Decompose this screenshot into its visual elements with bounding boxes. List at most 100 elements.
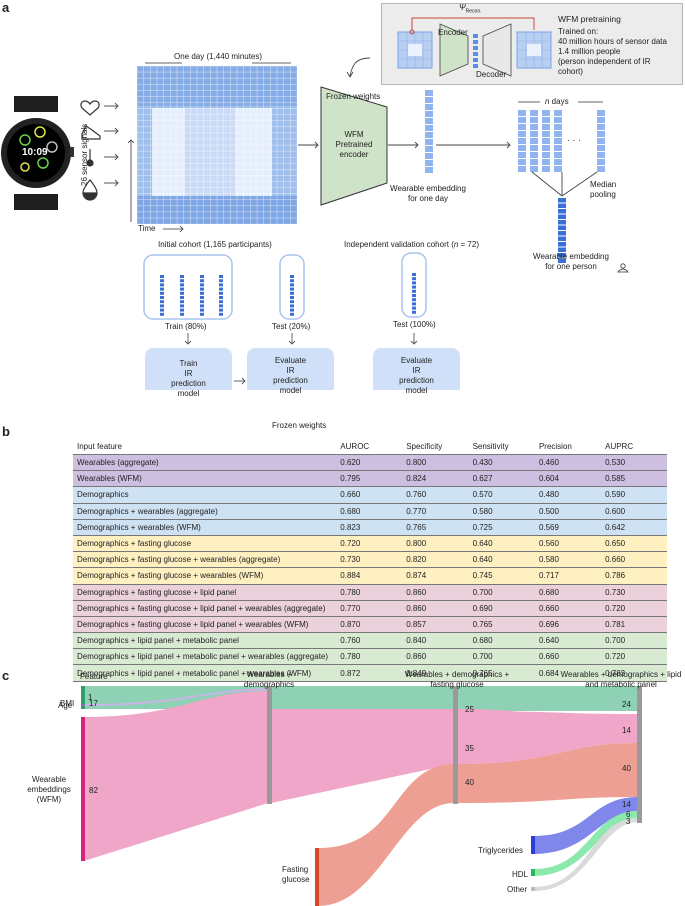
s3-value-other: 3 — [626, 817, 631, 826]
train-label: Train (80%) — [165, 322, 207, 331]
bar-bmi — [81, 686, 85, 709]
autoencoder-diagram — [397, 17, 552, 77]
row-feature: Demographics + wearables (WFM) — [73, 518, 337, 536]
table-row: Demographics + wearables (aggregate)0.68… — [73, 502, 667, 520]
row-feature: Demographics + fasting glucose + wearabl… — [73, 551, 337, 568]
pretrain-note-1: (person independent of IR — [558, 57, 651, 66]
row-metric-value: 0.720 — [336, 534, 403, 552]
flow-s2s3-wearable2 — [457, 711, 638, 764]
row-metric-value: 0.730 — [601, 583, 667, 601]
flow-wearable — [84, 691, 268, 861]
bar-hdl — [531, 869, 535, 876]
n-days-label: n days — [545, 97, 569, 106]
shoe-icon — [81, 125, 101, 140]
panel-a-letter: a — [2, 0, 10, 15]
age-label: Age — [58, 701, 73, 710]
row-metric-value: 0.860 — [402, 599, 469, 617]
row-metric-value: 0.642 — [601, 518, 667, 536]
row-metric-value: 0.604 — [534, 470, 602, 487]
row-metric-value: 0.680 — [534, 583, 602, 601]
feature-header: Feature — [80, 672, 108, 681]
header-specificity: Specificity — [406, 442, 443, 451]
row-metric-value: 0.640 — [468, 534, 535, 552]
row-metric-value: 0.820 — [402, 551, 469, 568]
age-value: 1 — [88, 693, 93, 702]
flow-fasting — [318, 764, 454, 906]
panel-a-diagram: · · · — [1, 57, 629, 390]
bar-age — [81, 704, 85, 706]
row-metric-value: 0.860 — [402, 583, 469, 601]
row-metric-value: 0.700 — [468, 583, 535, 601]
row-metric-value: 0.781 — [601, 615, 667, 633]
row-metric-value: 0.765 — [402, 518, 469, 536]
other-label: Other — [507, 885, 528, 894]
row-metric-value: 0.627 — [468, 470, 535, 487]
smartwatch-icon — [1, 96, 74, 210]
pretraining-title: WFM pretraining — [558, 14, 621, 24]
bmi-value: 17 — [89, 699, 98, 708]
table-row: Demographics + fasting glucose + lipid p… — [73, 599, 667, 617]
row-metric-value: 0.725 — [468, 518, 535, 536]
heart-icon — [80, 100, 100, 116]
row-metric-value: 0.660 — [534, 599, 602, 617]
row-metric-value: 0.480 — [534, 486, 602, 504]
row-feature: Demographics + fasting glucose + lipid p… — [73, 583, 337, 601]
s3-value-fasting: 40 — [622, 764, 631, 773]
row-feature: Demographics + fasting glucose — [73, 534, 337, 552]
row-metric-value: 0.569 — [534, 518, 602, 536]
row-feature: Demographics + fasting glucose + lipid p… — [73, 615, 337, 633]
row-metric-value: 0.660 — [336, 486, 403, 504]
row-feature: Demographics + lipid panel + metabolic p… — [73, 664, 337, 682]
row-metric-value: 0.760 — [402, 486, 469, 504]
row-metric-value: 0.580 — [534, 551, 602, 568]
row-feature: Demographics + lipid panel + metabolic p… — [73, 648, 337, 665]
thermometer-icon — [86, 149, 94, 167]
wearable-value: 82 — [89, 786, 98, 795]
flow-age — [84, 688, 268, 706]
train-model-box-bg — [145, 348, 232, 390]
bar-fasting — [315, 848, 319, 906]
row-metric-value: 0.730 — [336, 551, 403, 568]
header-auroc: AUROC — [340, 442, 370, 451]
row-metric-value: 0.680 — [336, 502, 403, 520]
pretrain-people: 1.4 million people — [558, 47, 621, 56]
time-label: Time — [138, 224, 156, 233]
one-day-label: One day (1,440 minutes) — [174, 52, 263, 61]
sensor-signals-label: 26 sensor signals — [80, 123, 89, 186]
row-metric-value: 0.872 — [336, 664, 403, 682]
row-metric-value: 0.840 — [402, 632, 469, 649]
table-row: Demographics + fasting glucose + wearabl… — [73, 567, 667, 584]
table-row: Demographics + lipid panel + metabolic p… — [73, 648, 667, 665]
flow-s1s2-wearable — [271, 709, 454, 803]
row-metric-value: 0.857 — [402, 615, 469, 633]
pretrain-hours: 40 million hours of sensor data — [558, 37, 667, 46]
row-metric-value: 0.786 — [601, 567, 667, 584]
panel-b-letter: b — [2, 424, 10, 439]
row-metric-value: 0.530 — [601, 453, 667, 471]
eval-validation-box-bg — [373, 348, 460, 390]
row-metric-value: 0.849 — [402, 664, 469, 682]
row-metric-value: 0.690 — [468, 599, 535, 617]
stage2-label: Wearables + demographics +fasting glucos… — [404, 670, 510, 689]
hdl-label: HDL — [512, 870, 529, 879]
row-metric-value: 0.783 — [601, 664, 667, 682]
pretrain-note-2: cohort) — [558, 67, 583, 76]
s3-value-trig: 14 — [622, 800, 631, 809]
row-feature: Wearables (WFM) — [73, 470, 337, 487]
row-metric-value: 0.870 — [336, 615, 403, 633]
row-metric-value: 0.745 — [468, 567, 535, 584]
row-feature: Demographics + lipid panel + metabolic p… — [73, 632, 337, 649]
row-metric-value: 0.696 — [534, 615, 602, 633]
row-feature: Demographics + fasting glucose + wearabl… — [73, 567, 337, 584]
row-metric-value: 0.580 — [468, 502, 535, 520]
trained-on-label: Trained on: — [558, 27, 599, 36]
frozen-weights-top: Frozen weights — [326, 92, 381, 101]
encoder-label: Encoder — [438, 28, 468, 37]
